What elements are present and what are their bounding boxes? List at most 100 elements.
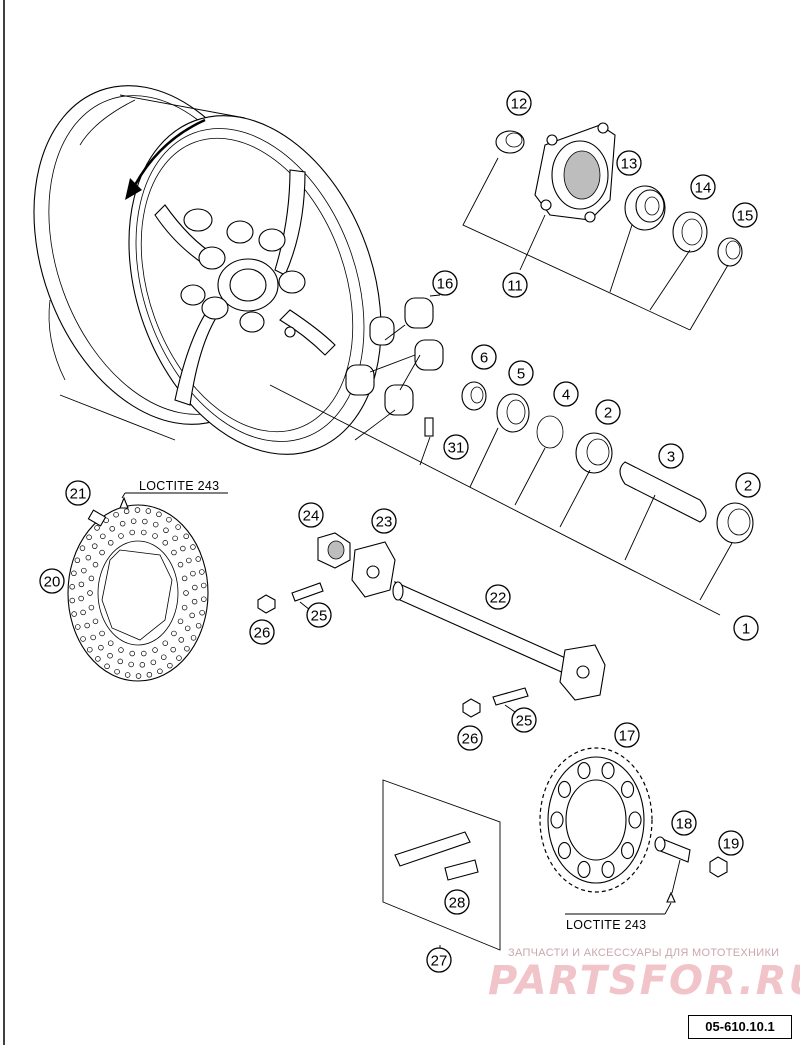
disc-hole (109, 526, 115, 532)
callout-number: 19 (723, 836, 740, 853)
disc-hole (195, 556, 201, 562)
disc-hole (107, 652, 113, 659)
disc-hole (118, 647, 124, 653)
callout-18: 18 (671, 810, 697, 836)
disc-hole (80, 636, 86, 642)
disc-hole (141, 650, 147, 657)
callout-31: 31 (443, 434, 469, 460)
disc-hole (152, 521, 159, 528)
disc-hole (91, 543, 98, 549)
disc-hole (88, 604, 95, 611)
disc-hole (124, 672, 131, 678)
axle-group (257, 532, 606, 718)
disc-hole (129, 529, 135, 536)
callout-6: 6 (471, 344, 497, 370)
sprocket-hole (601, 860, 615, 879)
callout-22: 22 (485, 584, 511, 610)
disc-hole (92, 618, 99, 625)
disc-hole (199, 569, 205, 575)
callout-1: 1 (733, 615, 759, 641)
watermark-brand: PARTSFOR.RU (488, 958, 800, 1004)
disc-hole (95, 656, 101, 662)
callout-20: 20 (39, 568, 65, 594)
disc-hole (86, 534, 92, 541)
disc-hole (183, 533, 189, 540)
disc-hole (69, 597, 76, 604)
disc-hole (139, 662, 146, 668)
sprocket-hole (557, 780, 571, 798)
disc-hole (100, 533, 106, 540)
rear-sprocket (539, 747, 728, 915)
callout-number: 21 (70, 486, 87, 503)
callout-15: 15 (732, 202, 758, 228)
callout-number: 2 (744, 478, 752, 495)
callout-number: 5 (517, 366, 525, 383)
disc-hole (119, 520, 126, 527)
callout-number: 18 (676, 816, 693, 833)
disc-hole (162, 640, 169, 646)
disc-hole (192, 584, 198, 591)
callout-23: 23 (371, 508, 397, 534)
disc-hole (146, 672, 153, 678)
callout-26: 26 (249, 619, 275, 645)
callout-21: 21 (65, 480, 91, 506)
callout-24: 24 (298, 502, 324, 528)
disc-hole (152, 533, 158, 539)
disc-hole (128, 661, 134, 668)
callout-4: 4 (553, 381, 579, 407)
disc-hole (104, 663, 110, 670)
disc-hole (195, 622, 202, 629)
disc-hole (78, 595, 84, 602)
disc-hole (145, 508, 152, 514)
rear-wheel (33, 85, 382, 455)
callout-25: 25 (511, 707, 537, 733)
disc-hole (134, 507, 141, 513)
disc-hole (181, 604, 188, 611)
disc-hole (171, 549, 177, 556)
disc-hole (114, 668, 120, 675)
callout-3: 3 (658, 443, 684, 469)
callout-14: 14 (690, 174, 716, 200)
callout-number: 25 (516, 713, 533, 730)
disc-hole (157, 668, 163, 675)
callout-2: 2 (735, 472, 761, 498)
disc-hole (178, 637, 185, 643)
disc-hole (191, 598, 198, 605)
disc-hole (71, 611, 77, 617)
disc-hole (152, 647, 158, 653)
callout-number: 11 (507, 278, 523, 295)
rubber-dampers (345, 294, 444, 416)
disc-hole (172, 535, 178, 542)
callout-number: 22 (490, 590, 507, 607)
disc-hole (170, 646, 176, 653)
sprocket-hole (550, 811, 564, 829)
disc-hole (167, 662, 173, 669)
disc-hole (71, 570, 77, 577)
disc-hole (190, 544, 196, 550)
callout-16: 16 (432, 270, 458, 296)
disc-hole (180, 545, 186, 552)
disc-hole (189, 612, 195, 619)
callout-number: 4 (562, 387, 570, 404)
callout-number: 24 (303, 508, 320, 525)
callout-number: 31 (448, 440, 465, 457)
wheel-bearings-group (269, 381, 754, 616)
disc-hole (130, 518, 137, 524)
disc-hole (92, 561, 99, 568)
disc-hole (78, 581, 85, 588)
disc-hole (186, 557, 192, 564)
callout-11: 11 (502, 272, 528, 298)
disc-hole (141, 529, 147, 536)
disc-hole (84, 622, 90, 629)
callout-number: 28 (449, 895, 466, 912)
disc-hole (69, 584, 75, 590)
disc-hole (79, 545, 86, 551)
callout-12: 12 (506, 90, 532, 116)
callout-number: 26 (254, 625, 271, 642)
disc-hole (94, 525, 100, 531)
callout-number: 20 (44, 574, 61, 591)
disc-hole (176, 655, 182, 661)
callout-number: 16 (437, 276, 454, 293)
callout-27: 27 (426, 947, 452, 973)
sprocket-hole (601, 761, 615, 780)
